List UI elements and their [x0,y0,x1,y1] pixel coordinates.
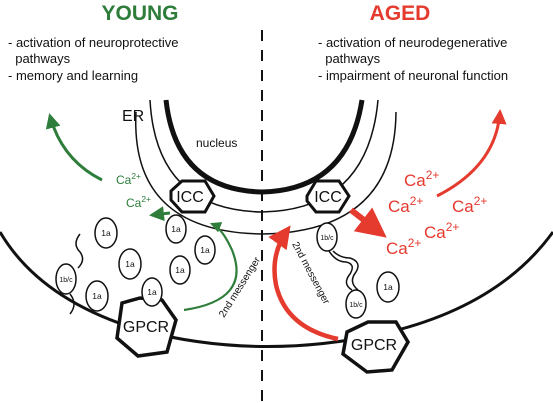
aged-bullet-2: pathways [318,51,381,66]
aged-bullet-1: - activation of neurodegenerative [318,35,507,50]
aged-bullet-3: - impairment of neuronal function [318,68,508,83]
svg-text:1b/c: 1b/c [320,235,334,242]
arrow-young-ca-release [149,206,171,222]
receptor-1a-left-3: 1a [85,280,109,312]
arrow-young-outcome [45,113,103,182]
squiggle-left-2 [69,293,75,315]
gpcr-label-aged: GPCR [351,337,397,354]
arrow-aged-ca-release [349,207,387,238]
receptor-1a-left-2: 1a [118,248,142,280]
icc-channel-aged [305,179,351,214]
receptor-1a-left-gpcr: 1a [141,277,163,307]
gpcr-aged [341,320,411,374]
svg-text:1a: 1a [147,287,157,297]
er-outer-membrane [135,111,397,235]
heading-aged: AGED [370,2,431,25]
ca-young-2: Ca2+ [126,194,151,210]
receptor-1a-left-1: 1a [94,217,118,249]
messenger-label-young: 2nd messenger [217,255,263,320]
receptor-1a-left-icc: 1a [165,214,187,244]
ca-aged-2: Ca2+ [388,194,423,216]
young-bullet-1: - activation of neuroprotective [8,35,179,50]
svg-text:1b/c: 1b/c [59,277,73,284]
ca-young-1: Ca2+ [116,171,141,187]
er-inner-membrane [149,99,379,213]
icc-channel-young [169,179,216,214]
svg-text:1b/c: 1b/c [349,302,363,309]
ca-aged-5: Ca2+ [386,236,421,258]
receptor-1a-right: 1a [376,271,400,303]
er-label: ER [122,108,144,125]
icc-label-aged: ICC [314,189,342,206]
arrow-aged-messenger [268,225,339,342]
nucleus-envelope [163,99,365,195]
ca-aged-1: Ca2+ [404,168,439,190]
nucleus-label: nucleus [196,136,237,150]
gpcr-label-young: GPCR [123,319,169,336]
squiggle-left-1 [75,233,84,269]
receptor-1bc-right-icc: 1b/c [316,222,338,252]
ca-aged-4: Ca2+ [424,220,459,242]
svg-text:1a: 1a [200,245,210,255]
svg-text:1a: 1a [171,224,181,234]
receptor-1bc-left: 1b/c [55,263,77,295]
ca-aged-3: Ca2+ [452,194,487,216]
receptor-1a-left-4: 1a [194,235,216,265]
cell-membrane [0,231,553,348]
arrow-young-messenger [183,222,238,312]
young-bullet-2: pathways [8,51,71,66]
svg-text:1a: 1a [383,282,393,292]
svg-text:1a: 1a [92,291,102,301]
svg-text:1a: 1a [125,259,135,269]
receptor-linker-right [328,250,353,291]
receptor-1bc-right-gpcr: 1b/c [345,289,367,319]
arrow-aged-outcome [436,109,507,198]
svg-text:1a: 1a [175,265,185,275]
receptor-1a-left-5: 1a [169,255,191,285]
icc-label-young: ICC [176,189,204,206]
young-bullet-3: - memory and learning [8,68,138,83]
receptor-linker-right-2 [332,250,359,291]
heading-young: YOUNG [101,2,178,25]
svg-text:1a: 1a [101,228,111,238]
